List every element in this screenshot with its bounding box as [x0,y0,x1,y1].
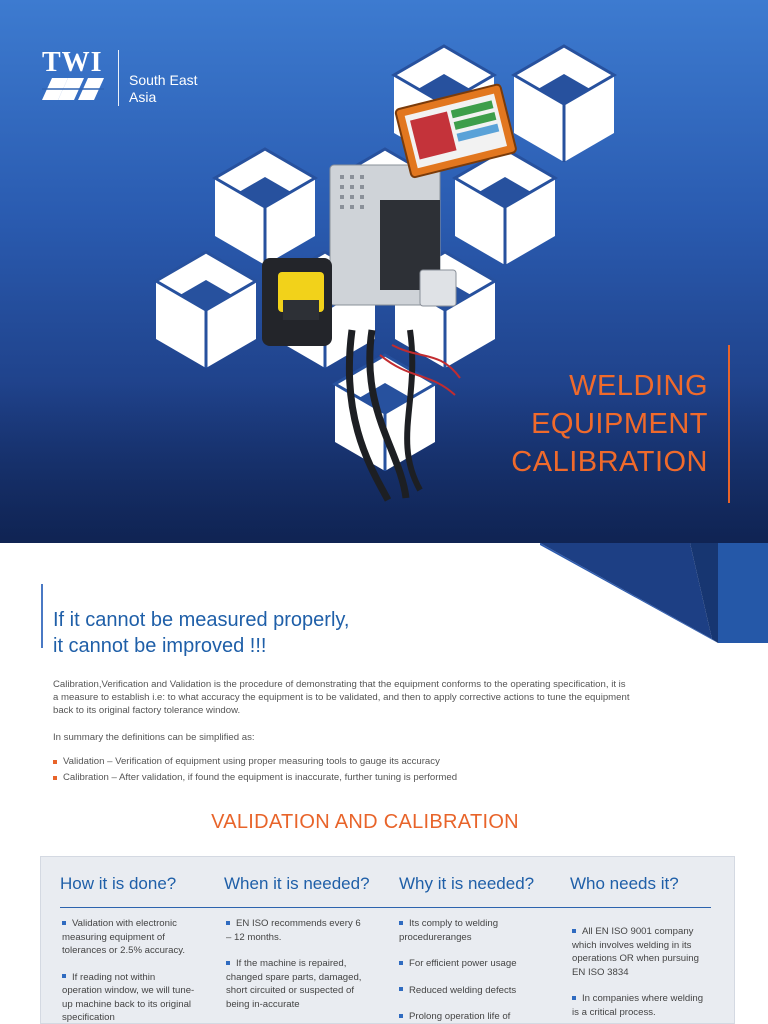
twi-logo[interactable]: TWI South East Asia [42,47,198,107]
header-when: When it is needed? [224,874,370,893]
hero-title-line2: EQUIPMENT [531,408,708,440]
summary-text: In summary the definitions can be simpli… [53,732,255,743]
bullet-icon [399,987,403,992]
bullet-icon [62,974,66,979]
corner-triangle-graphic [540,543,768,643]
section-title: VALIDATION AND CALIBRATION [211,811,519,833]
intro-line1: Calibration,Verification and Validation … [53,679,626,690]
hexagon-cube-pattern [154,44,616,502]
logo-mark: TWI [42,47,112,107]
hero-title: WELDING EQUIPMENT CALIBRATION [511,367,708,481]
header-why: Why it is needed? [399,874,535,893]
pull-quote-line2: it cannot be improved !!! [53,635,267,657]
hero-title-line3: CALIBRATION [511,446,708,478]
bullet-icon [62,920,66,925]
bullet-icon [226,960,230,965]
logo-region: South East Asia [129,72,198,106]
intro-line3: back to its original factory tolerance w… [53,705,241,716]
hero-banner: TWI South East Asia WELDING EQUIPMENT CA… [0,0,768,543]
hero-title-line1: WELDING [569,370,708,402]
cell-item: If the machine is repaired,changed spare… [226,958,362,1010]
info-table [40,856,735,1024]
bullet-icon [226,920,230,925]
logo-region-line2: Asia [129,89,157,105]
intro-paragraph: Calibration,Verification and Validation … [53,678,673,717]
logo-region-line1: South East [129,72,198,88]
hero-title-rule [728,345,730,503]
cell-item: EN ISO recommends every 6– 12 months. [226,918,361,943]
pull-quote-line1: If it cannot be measured properly, [53,609,350,631]
quote-bar [41,584,43,648]
pull-quote: If it cannot be measured properly, it ca… [53,607,349,659]
bullet-icon [572,928,576,933]
table-header-rule [60,907,711,908]
definition-validation: Validation – Verification of equipment u… [53,754,457,770]
welding-machine-image [262,83,517,502]
logo-wordmark: TWI [42,47,103,78]
bullet-icon [399,920,403,925]
header-how: How it is done? [60,874,177,893]
definition-calibration: Calibration – After validation, if found… [53,770,457,786]
logo-stripes-icon [42,78,104,100]
definition-list: Validation – Verification of equipment u… [53,754,457,786]
intro-line2: a measure to establish i.e: to what accu… [53,692,630,703]
cell-item: Prolong operation life of [399,1010,549,1024]
cell-when: EN ISO recommends every 6– 12 months. If… [226,917,376,1024]
header-who: Who needs it? [570,874,679,893]
cell-item: Reduced welding defects [399,984,549,998]
bullet-icon [399,1013,403,1018]
bullet-icon [399,960,403,965]
cell-item: For efficient power usage [399,957,549,971]
bullet-icon [572,995,576,1000]
logo-divider [118,50,119,106]
